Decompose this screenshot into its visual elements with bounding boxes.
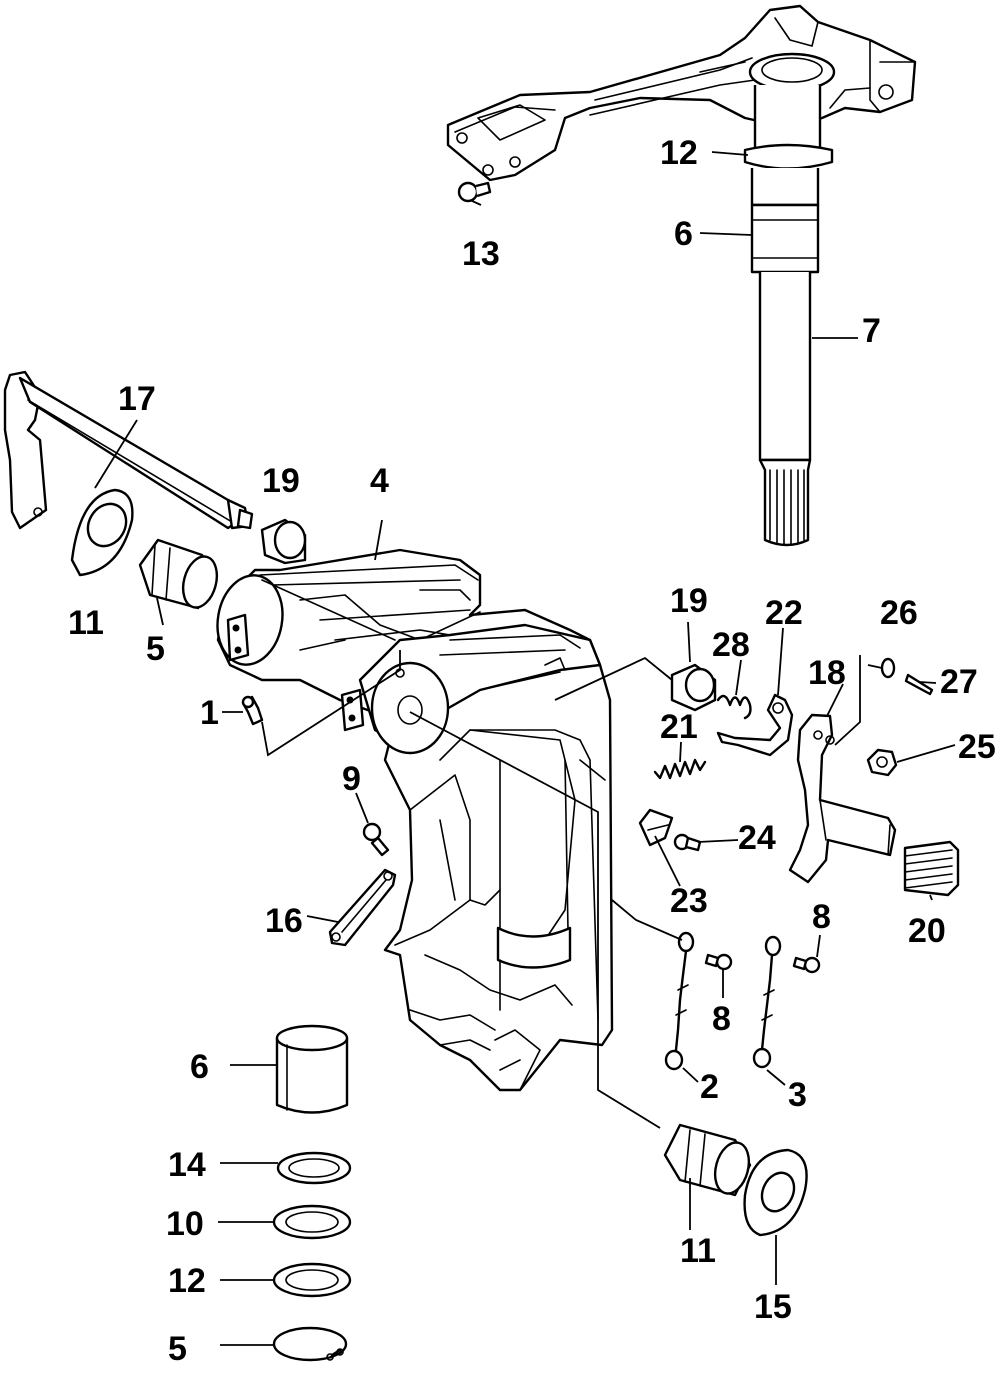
bushing-5-upper xyxy=(138,538,219,610)
screw-24 xyxy=(673,833,702,852)
callout-28: 28 xyxy=(712,626,750,664)
callout-6-upper: 6 xyxy=(674,215,693,253)
callout-24: 24 xyxy=(738,819,776,857)
callout-22: 22 xyxy=(765,594,803,632)
bushing-6-lower xyxy=(275,1024,349,1114)
steering-arm xyxy=(446,4,917,182)
callout-27: 27 xyxy=(940,663,978,701)
lever-22 xyxy=(716,693,794,757)
callout-2: 2 xyxy=(700,1068,719,1106)
bushing-5-lower xyxy=(663,1123,752,1197)
snap-ring-15 xyxy=(272,1326,348,1362)
callout-15: 5 xyxy=(168,1330,187,1368)
washer-11-upper xyxy=(70,488,134,577)
steering-shaft xyxy=(743,85,834,547)
leader-lines xyxy=(94,151,956,1346)
callout-5-lower: 11 xyxy=(680,1232,716,1270)
bolt-9 xyxy=(362,822,390,857)
callout-12-lower: 12 xyxy=(168,1262,206,1300)
callout-17: 17 xyxy=(118,380,156,418)
plate-16 xyxy=(328,868,397,947)
callout-12-upper: 12 xyxy=(660,134,698,172)
callout-23: 23 xyxy=(670,882,708,920)
callout-25: 25 xyxy=(958,728,996,766)
bolt-8-left xyxy=(704,953,733,971)
callout-6-lower: 6 xyxy=(190,1048,209,1086)
washer-10 xyxy=(272,1204,352,1240)
ground-lead-3 xyxy=(752,935,782,1069)
callout-18: 18 xyxy=(808,654,846,692)
ground-lead-2 xyxy=(664,931,695,1071)
grease-fitting-1 xyxy=(241,695,264,726)
callout-labels: 13 12 6 7 17 19 4 11 5 1 9 16 19 28 22 2… xyxy=(68,134,996,1368)
cotter-pin-27 xyxy=(904,673,934,696)
swivel-bracket xyxy=(216,548,614,1092)
washer-12-lower xyxy=(272,1262,352,1298)
tilt-tube xyxy=(3,370,254,530)
callout-7: 7 xyxy=(862,312,881,350)
callout-16: 16 xyxy=(265,902,303,940)
bolt-8-right xyxy=(792,956,821,974)
callout-8-left: 8 xyxy=(712,1000,731,1038)
callout-20: 20 xyxy=(908,912,946,950)
callout-3: 3 xyxy=(788,1076,807,1114)
grip-20 xyxy=(903,840,960,897)
bushing-19-upper xyxy=(260,518,307,565)
washer-11-lower xyxy=(743,1148,808,1237)
nut-25 xyxy=(866,748,898,777)
callout-11-lower: 15 xyxy=(754,1288,792,1326)
spring-28 xyxy=(716,694,752,720)
washer-26 xyxy=(880,657,896,679)
callout-26: 26 xyxy=(880,594,918,632)
callout-5-upper: 5 xyxy=(146,630,165,668)
callout-10: 10 xyxy=(166,1205,204,1243)
callout-13: 13 xyxy=(462,235,500,273)
washer-14 xyxy=(276,1151,352,1185)
callout-19-upper: 19 xyxy=(262,462,300,500)
callout-19-right: 19 xyxy=(670,582,708,620)
callout-11-upper: 11 xyxy=(68,604,104,642)
clip-23 xyxy=(638,808,674,847)
bolt-13 xyxy=(457,181,492,203)
lever-18 xyxy=(788,713,897,884)
callout-1: 1 xyxy=(200,694,219,732)
bushing-19-right xyxy=(670,663,717,712)
spring-21 xyxy=(653,758,707,780)
callout-8-right: 8 xyxy=(812,898,831,936)
callout-21: 21 xyxy=(660,708,698,746)
callout-9: 9 xyxy=(342,760,361,798)
callout-4: 4 xyxy=(370,462,389,500)
callout-14: 14 xyxy=(168,1146,206,1184)
